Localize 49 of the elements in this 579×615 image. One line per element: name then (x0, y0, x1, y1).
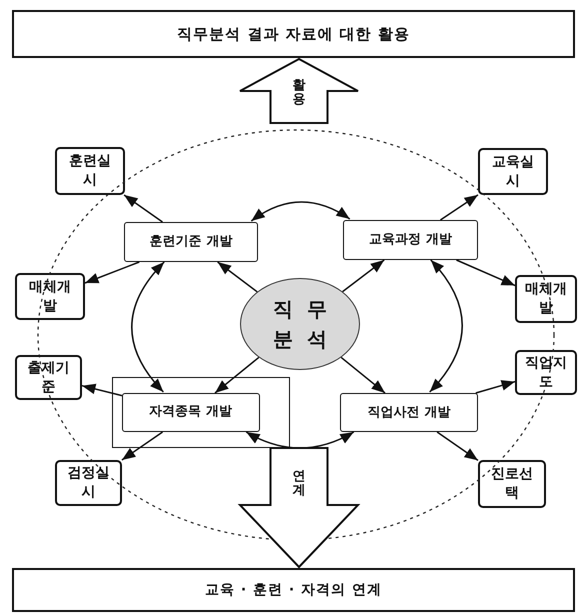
heading-box (12, 568, 575, 612)
task-box (55, 147, 125, 195)
box-label: 교육실시 (491, 152, 535, 190)
edge-label: 연계 (292, 470, 306, 499)
arrow (429, 260, 463, 392)
arrow (250, 201, 350, 222)
arrow (131, 262, 165, 392)
block-arrow (239, 58, 359, 124)
box-label: 교육과정 개발 (369, 231, 452, 249)
process-box (340, 393, 478, 432)
arrow (124, 194, 163, 223)
task-box (15, 355, 82, 400)
arrow (476, 380, 516, 394)
frame-box (112, 377, 290, 448)
box-label: 출제기준 (26, 358, 70, 396)
arrow (340, 356, 386, 394)
box-label: 훈련실시 (68, 152, 112, 190)
task-box (55, 460, 122, 506)
arrow (84, 261, 140, 284)
process-box (122, 392, 260, 432)
box-label: 매체개발 (28, 278, 72, 316)
arrow (217, 261, 258, 292)
block-arrow (238, 447, 360, 568)
heading-box (12, 10, 575, 58)
task-box (515, 275, 577, 323)
box-label: 직무분석 (272, 296, 342, 353)
task-box (478, 460, 546, 508)
arrow (436, 431, 478, 462)
arrow (342, 259, 385, 292)
arrow (121, 431, 164, 461)
arrow (82, 384, 122, 396)
box-label: 훈련기준 개발 (150, 233, 232, 251)
arrow (440, 194, 478, 221)
arrow (456, 259, 516, 286)
box-label: 매체개발 (525, 280, 567, 318)
process-box (343, 220, 478, 260)
box-label: 자격종목 개발 (149, 403, 232, 421)
box-label: 직업지도 (525, 354, 567, 392)
box-label: 검정실시 (66, 464, 110, 502)
arrow (214, 356, 260, 394)
heading-text: 직무분석 결과 자료에 대한 활용 (177, 24, 410, 44)
edge-label: 활용 (292, 79, 306, 108)
box-label: 진로선택 (490, 465, 534, 503)
box-label: 직업사전 개발 (368, 404, 450, 422)
heading-text: 교육 · 훈련 · 자격의 연계 (204, 580, 382, 600)
task-box (515, 350, 577, 395)
task-box (15, 273, 85, 320)
task-box (478, 148, 548, 195)
process-box (124, 222, 258, 262)
